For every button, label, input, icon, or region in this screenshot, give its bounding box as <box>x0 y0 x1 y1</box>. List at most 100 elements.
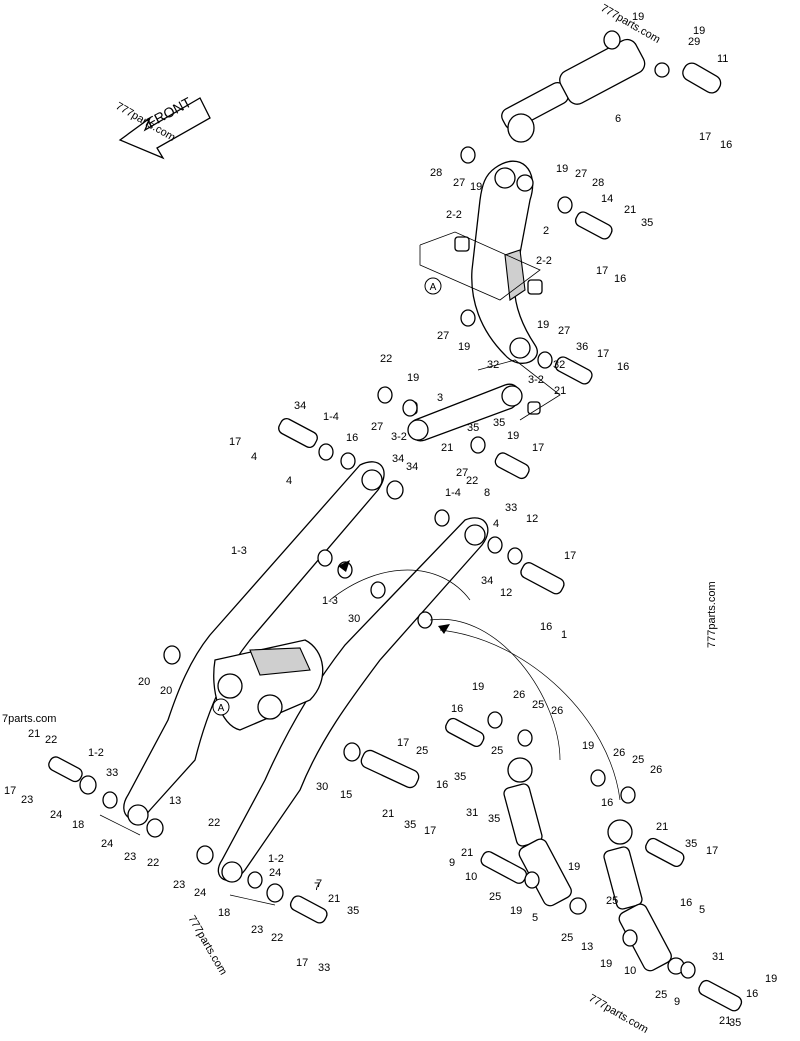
part-number-callout: 35 <box>467 422 479 434</box>
part-number-callout: 26 <box>613 747 625 759</box>
part-number-callout: 23 <box>173 879 185 891</box>
part-number-callout: 16 <box>617 361 629 373</box>
part-number-callout: 27 <box>456 467 468 479</box>
part-number-callout: 23 <box>21 794 33 806</box>
part-number-callout: 2-2 <box>536 255 552 267</box>
part-number-callout: 19 <box>507 430 519 442</box>
part-number-callout: 30 <box>348 613 360 625</box>
part-number-callout: 25 <box>606 895 618 907</box>
part-number-callout: 25 <box>561 932 573 944</box>
part-number-callout: 17 <box>706 845 718 857</box>
bellcrank <box>419 160 543 364</box>
part-number-callout: 16 <box>436 779 448 791</box>
part-number-callout: 33 <box>318 962 330 974</box>
part-number-callout: 4 <box>493 518 499 530</box>
part-number-callout: 2 <box>543 225 549 237</box>
part-number-callout: 25 <box>532 699 544 711</box>
part-number-callout: 18 <box>72 819 84 831</box>
part-number-callout: 16 <box>720 139 732 151</box>
part-number-callout: 22 <box>45 734 57 746</box>
part-number-callout: 35 <box>454 771 466 783</box>
part-number-callout: 27 <box>575 168 587 180</box>
part-number-callout: 35 <box>347 905 359 917</box>
watermark: 7parts.com <box>2 713 56 725</box>
part-number-callout: 27 <box>558 325 570 337</box>
part-number-callout: 33 <box>505 502 517 514</box>
part-number-callout: 17 <box>597 348 609 360</box>
part-number-callout: 19 <box>568 861 580 873</box>
part-number-callout: 33 <box>106 767 118 779</box>
part-number-callout: 21 <box>328 893 340 905</box>
part-number-callout: 26 <box>513 689 525 701</box>
part-number-callout: 19 <box>510 905 522 917</box>
part-number-callout: 25 <box>416 745 428 757</box>
boom-left-arm <box>123 461 385 826</box>
part-number-callout: 25 <box>489 891 501 903</box>
part-number-callout: 16 <box>540 621 552 633</box>
tilt-link <box>404 359 561 442</box>
part-number-callout: 17 <box>397 737 409 749</box>
part-number-callout: 16 <box>346 432 358 444</box>
part-number-callout: 14 <box>601 193 613 205</box>
part-number-callout: 17 <box>699 131 711 143</box>
part-number-callout: 5 <box>532 912 538 924</box>
part-number-callout: 9 <box>449 857 455 869</box>
detail-marker-a-bottom: A <box>212 698 230 716</box>
part-number-callout: 1-4 <box>445 487 461 499</box>
part-number-callout: 11 <box>717 53 728 65</box>
part-number-callout: 5 <box>699 904 705 916</box>
part-number-callout: 12 <box>500 587 512 599</box>
part-number-callout: 25 <box>632 754 644 766</box>
leader-lines <box>99 560 621 906</box>
part-number-callout: 19 <box>600 958 612 970</box>
part-number-callout: 21 <box>719 1015 731 1027</box>
part-number-callout: 16 <box>451 703 463 715</box>
part-number-callout: 34 <box>392 453 404 465</box>
part-number-callout: 1-2 <box>268 853 284 865</box>
part-number-callout: 26 <box>650 764 662 776</box>
part-number-callout: 4 <box>251 451 257 463</box>
part-number-callout: 21 <box>656 821 668 833</box>
part-number-callout: 17 <box>229 436 241 448</box>
part-number-callout: 21 <box>461 847 473 859</box>
tilt-cylinder <box>501 30 722 143</box>
part-number-callout: 34 <box>481 575 493 587</box>
part-number-callout: 19 <box>582 740 594 752</box>
part-number-callout: 35 <box>404 819 416 831</box>
part-number-callout: 22 <box>380 353 392 365</box>
part-number-callout: 19 <box>458 341 470 353</box>
part-number-callout: 26 <box>551 705 563 717</box>
part-number-callout: 15 <box>340 789 352 801</box>
watermark: 777parts.com <box>706 581 718 648</box>
boom-right-arm <box>217 517 489 883</box>
part-number-callout: 32 <box>553 359 565 371</box>
part-number-callout: 29 <box>688 36 700 48</box>
part-number-callout: 1 <box>561 629 567 641</box>
part-number-callout: 7 <box>316 878 322 890</box>
lift-cylinder-left <box>503 757 587 915</box>
part-number-callout: 22 <box>271 932 283 944</box>
detail-marker-a-top: A <box>424 277 442 295</box>
part-number-callout: 21 <box>28 728 40 740</box>
part-number-callout: 22 <box>466 475 478 487</box>
part-number-callout: 19 <box>632 11 644 23</box>
watermark: 777parts.com <box>587 992 651 1036</box>
part-number-callout: 1-4 <box>323 411 339 423</box>
part-number-callout: 17 <box>296 957 308 969</box>
part-number-callout: 3 <box>437 392 443 404</box>
part-number-callout: 17 <box>424 825 436 837</box>
part-number-callout: 35 <box>493 417 505 429</box>
boom-cross-tube <box>213 639 324 731</box>
part-number-callout: 20 <box>160 685 172 697</box>
part-number-callout: 34 <box>406 461 418 473</box>
part-number-callout: 24 <box>50 809 62 821</box>
part-number-callout: 2-2 <box>446 209 462 221</box>
part-number-callout: 24 <box>269 867 281 879</box>
part-number-callout: 21 <box>624 204 636 216</box>
part-number-callout: 24 <box>101 838 113 850</box>
part-number-callout: 34 <box>294 400 306 412</box>
part-number-callout: 19 <box>407 372 419 384</box>
pins <box>48 211 743 1012</box>
